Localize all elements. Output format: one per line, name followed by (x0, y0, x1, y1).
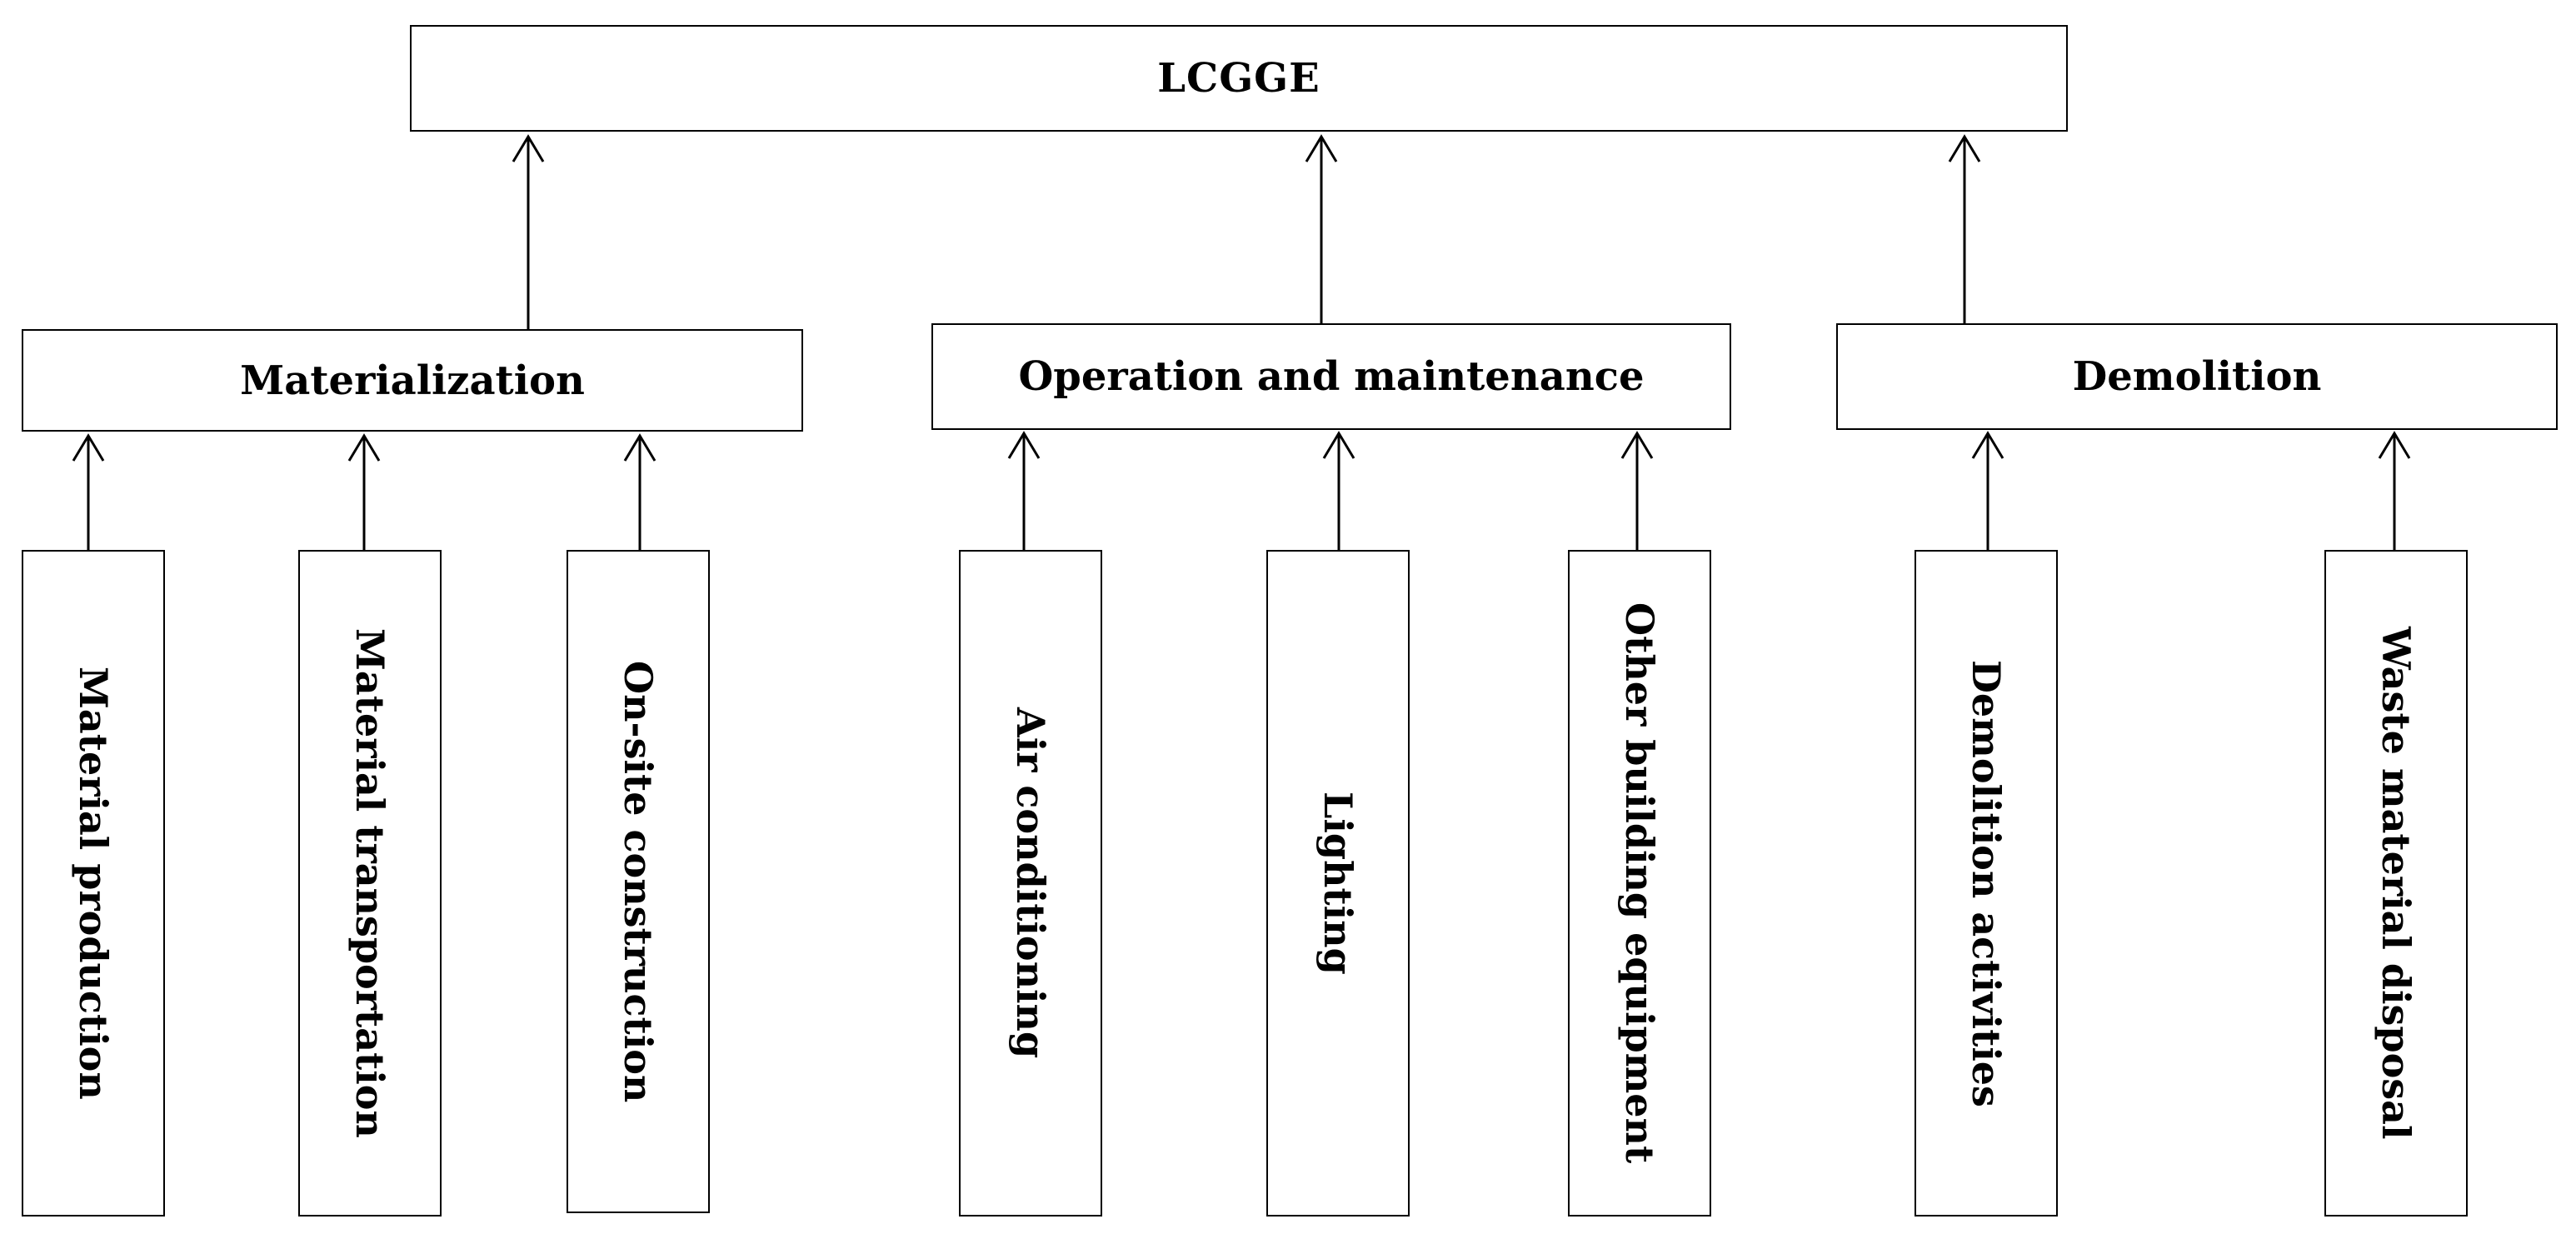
root-box-lcgge: LCGGE (410, 25, 2068, 132)
leaf-label-waste-material-disposal: Waste material disposal (2374, 627, 2419, 1140)
arrow-material-transportation-to-materialization (347, 433, 381, 550)
stage-box-materialization: Materialization (22, 329, 803, 432)
leaf-label-material-production: Material production (71, 667, 116, 1100)
stage-box-demolition: Demolition (1836, 323, 2558, 430)
leaf-box-demolition-activities: Demolition activities (1915, 550, 2058, 1217)
leaf-box-waste-material-disposal: Waste material disposal (2324, 550, 2468, 1217)
leaf-box-lighting: Lighting (1266, 550, 1410, 1217)
arrow-lighting-to-operation (1322, 431, 1355, 550)
leaf-label-air-conditioning: Air conditioning (1008, 707, 1053, 1059)
arrow-demolition-to-root (1948, 134, 1981, 323)
leaf-box-material-production: Material production (22, 550, 165, 1217)
leaf-box-on-site-construction: On-site construction (567, 550, 710, 1213)
leaf-box-air-conditioning: Air conditioning (959, 550, 1102, 1217)
leaf-label-material-transportation: Material transportation (347, 628, 392, 1138)
leaf-label-lighting: Lighting (1315, 792, 1360, 975)
stage-label-demolition: Demolition (2072, 353, 2322, 400)
leaf-label-other-building-equipment: Other building equipment (1617, 602, 1662, 1164)
arrow-air-conditioning-to-operation (1007, 431, 1041, 550)
stage-box-operation-and-maintenance: Operation and maintenance (931, 323, 1731, 430)
arrow-demolition-activities-to-demolition (1971, 431, 2004, 550)
arrow-waste-material-disposal-to-demolition (2378, 431, 2411, 550)
stage-label-materialization: Materialization (240, 357, 585, 404)
arrow-on-site-construction-to-materialization (623, 433, 656, 550)
leaf-label-on-site-construction: On-site construction (616, 660, 661, 1103)
arrow-other-building-equipment-to-operation (1620, 431, 1654, 550)
leaf-label-demolition-activities: Demolition activities (1964, 659, 2009, 1107)
arrow-material-production-to-materialization (72, 433, 105, 550)
stage-label-operation-and-maintenance: Operation and maintenance (1018, 353, 1645, 400)
leaf-box-other-building-equipment: Other building equipment (1568, 550, 1711, 1217)
arrow-operation-to-root (1305, 134, 1338, 323)
leaf-box-material-transportation: Material transportation (298, 550, 442, 1217)
arrow-materialization-to-root (512, 134, 545, 329)
root-label: LCGGE (1157, 55, 1320, 102)
